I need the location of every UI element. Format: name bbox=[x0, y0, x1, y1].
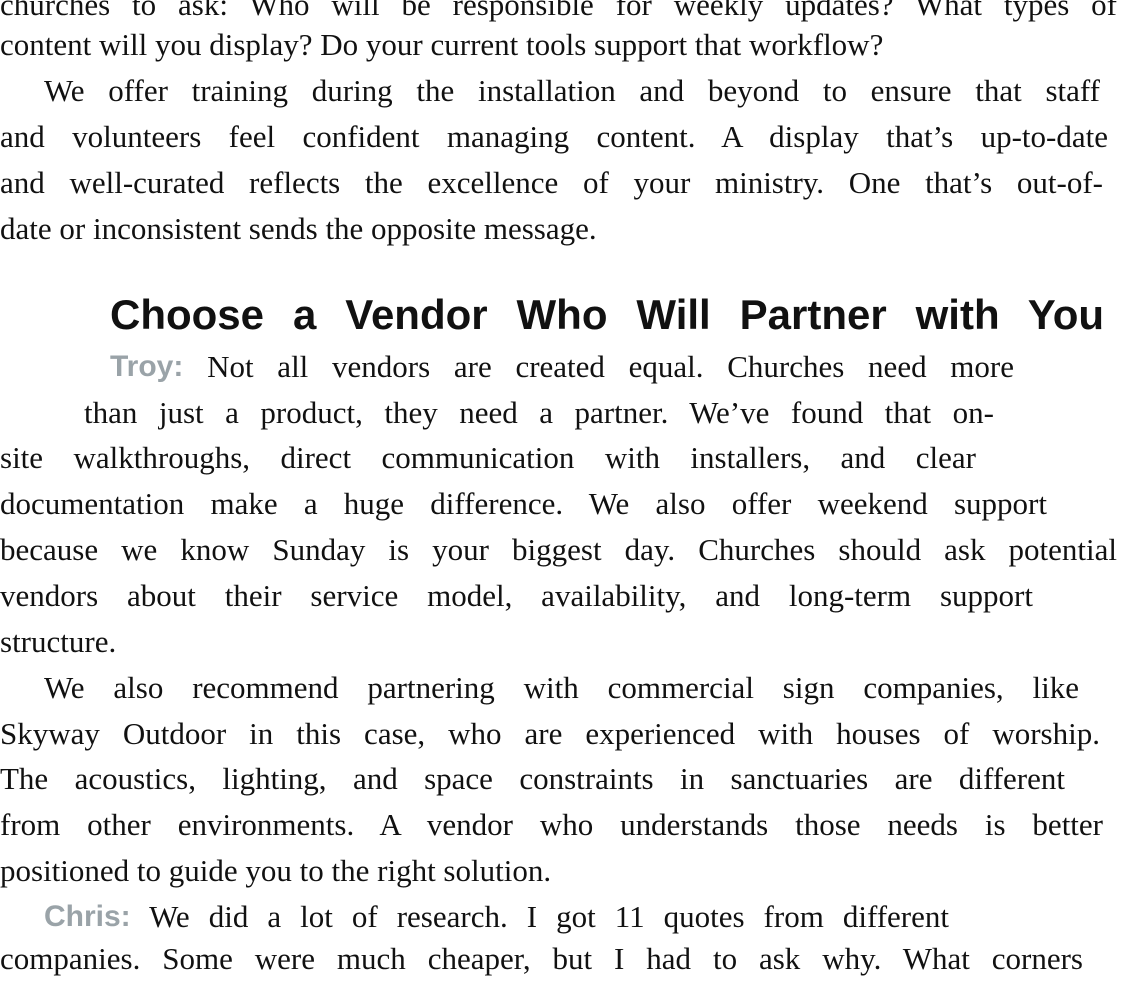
text-line: vendors about their service model, avail… bbox=[0, 578, 1033, 613]
text-line: site walkthroughs, direct communication … bbox=[0, 440, 976, 475]
text-line: because we know Sunday is your biggest d… bbox=[0, 532, 1117, 567]
text-line: Troy: Not all vendors are created equal.… bbox=[110, 344, 1014, 390]
text-line: structure. bbox=[0, 624, 117, 659]
text-line: and volunteers feel confident managing c… bbox=[0, 119, 1108, 154]
text-line: positioned to guide you to the right sol… bbox=[0, 853, 552, 888]
speaker-label-troy: Troy: bbox=[110, 350, 184, 383]
text-line: than just a product, they need a partner… bbox=[84, 395, 994, 430]
text-line: We offer training during the installatio… bbox=[44, 73, 1100, 108]
text-line: content will you display? Do your curren… bbox=[0, 27, 884, 62]
text-span: Not all vendors are created equal. Churc… bbox=[183, 349, 1014, 384]
text-line: churches to ask: Who will be responsible… bbox=[0, 0, 1117, 22]
text-line: Chris: We did a lot of research. I got 1… bbox=[44, 894, 949, 940]
speaker-label-chris: Chris: bbox=[44, 900, 131, 933]
text-line: from other environments. A vendor who un… bbox=[0, 807, 1103, 842]
text-line: documentation make a huge difference. We… bbox=[0, 486, 1047, 521]
text-line: We also recommend partnering with commer… bbox=[44, 670, 1079, 705]
text-line: Skyway Outdoor in this case, who are exp… bbox=[0, 716, 1100, 751]
text-line: companies. Some were much cheaper, but I… bbox=[0, 941, 1083, 976]
text-span: We did a lot of research. I got 11 quote… bbox=[130, 899, 949, 934]
section-heading: Choose a Vendor Who Will Partner with Yo… bbox=[110, 291, 1104, 338]
text-line: The acoustics, lighting, and space const… bbox=[0, 761, 1065, 796]
text-line: date or inconsistent sends the opposite … bbox=[0, 211, 597, 246]
text-line: and well-curated reflects the excellence… bbox=[0, 165, 1103, 200]
